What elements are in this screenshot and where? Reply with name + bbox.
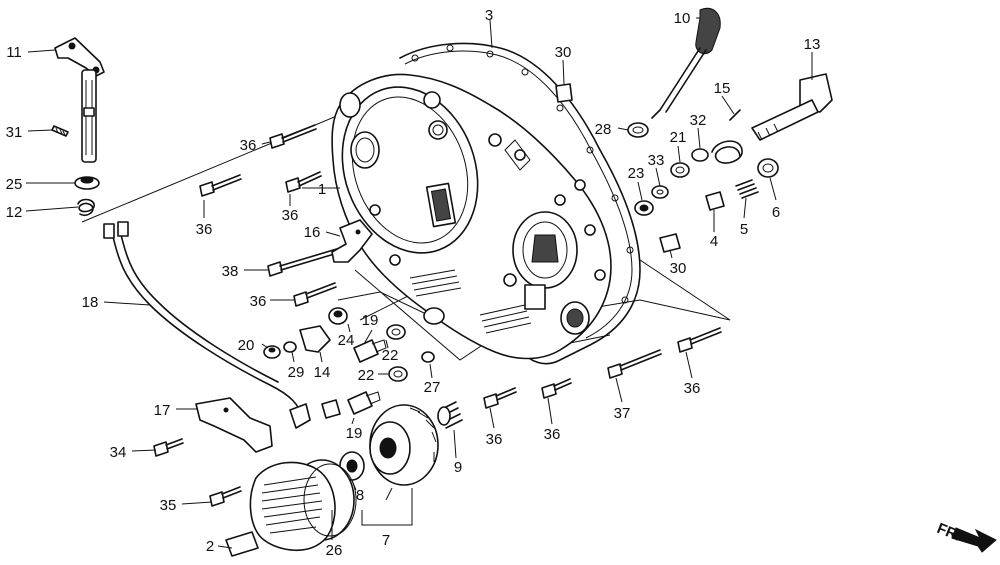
right-crankcase-cover (331, 73, 612, 360)
callout-31: 31 (6, 124, 23, 141)
spring-pin (51, 125, 69, 137)
washer-33 (651, 185, 669, 199)
callout-9: 9 (454, 459, 462, 476)
o-ring-upper (423, 307, 445, 325)
clip-14 (299, 325, 331, 353)
bolt-37 (607, 349, 662, 379)
callout-36-e: 36 (486, 431, 503, 448)
oil-filter-7 (369, 404, 439, 486)
bolt-38 (267, 247, 342, 277)
collar-21 (670, 162, 690, 178)
callout-17: 17 (154, 402, 171, 419)
callout-7: 7 (382, 532, 390, 549)
callout-27: 27 (424, 379, 441, 396)
bolt-35 (209, 486, 242, 507)
pulse-generator-cable (103, 221, 341, 429)
bracket-17 (195, 397, 273, 453)
callout-4: 4 (710, 233, 718, 250)
front-direction-label: FR. (935, 520, 964, 545)
callout-38: 38 (222, 263, 239, 280)
callout-33: 33 (648, 152, 665, 169)
nut-24 (328, 307, 348, 325)
callout-25: 25 (6, 176, 23, 193)
bolt-36-left (199, 174, 242, 197)
callout-36-b: 36 (196, 221, 213, 238)
callout-26: 26 (326, 542, 343, 559)
callout-labels: 1 2 3 4 5 6 7 8 9 10 11 12 13 14 15 16 1… (6, 7, 821, 559)
bolt-36-lower (293, 282, 337, 307)
callout-24: 24 (338, 332, 355, 349)
callout-36-a: 36 (240, 137, 257, 154)
callout-21: 21 (670, 129, 687, 146)
callout-19-lower: 19 (346, 425, 363, 442)
callout-10: 10 (674, 10, 691, 27)
front-direction-marker (951, 527, 997, 553)
oil-seal-25 (74, 176, 100, 190)
callout-18: 18 (82, 294, 99, 311)
spring-5 (735, 179, 759, 199)
callout-13: 13 (804, 36, 821, 53)
callout-8: 8 (356, 487, 364, 504)
callout-35: 35 (160, 497, 177, 514)
switch-19-upper (353, 339, 387, 363)
o-ring-28 (627, 122, 649, 138)
leader-lines (25, 17, 813, 549)
callout-22-upper: 22 (382, 347, 399, 364)
callout-32: 32 (690, 112, 707, 129)
bolt-36-bottom-1 (483, 387, 517, 409)
switch-19-lower (347, 391, 381, 415)
dowel-pin-30-top (555, 83, 573, 103)
plug-4 (705, 191, 725, 211)
callout-5: 5 (740, 221, 748, 238)
shift-arm-assembly (54, 37, 105, 163)
callout-11: 11 (6, 44, 22, 61)
bolt-36-bottom-2 (541, 378, 572, 399)
washer-22-upper (386, 324, 406, 340)
oil-seal-23 (634, 200, 654, 216)
nut-20 (263, 345, 281, 359)
callout-19-upper: 19 (362, 312, 379, 329)
callout-30-top: 30 (555, 44, 572, 61)
bolt-36-top-left (269, 124, 317, 149)
cap-6 (757, 158, 779, 178)
bolt-36-right (677, 327, 722, 353)
callout-30-bottom: 30 (670, 260, 687, 277)
callout-20: 20 (238, 337, 255, 354)
callout-3: 3 (485, 7, 493, 24)
callout-37: 37 (614, 405, 631, 422)
washer-32 (691, 148, 709, 162)
return-spring-12 (77, 198, 95, 217)
callout-6: 6 (772, 204, 780, 221)
bolt-34 (153, 438, 184, 457)
gasket-bolt-holes (411, 44, 634, 304)
callout-23: 23 (628, 165, 645, 182)
callout-28: 28 (595, 121, 612, 138)
callout-12: 12 (6, 204, 23, 221)
callout-22-lower: 22 (358, 367, 375, 384)
o-ring-27 (421, 351, 435, 363)
callout-29: 29 (288, 364, 305, 381)
callout-15: 15 (714, 80, 731, 97)
dowel-pin-30-bottom (659, 233, 681, 253)
washer-22-lower (388, 366, 408, 382)
callout-36-c: 36 (282, 207, 299, 224)
callout-1: 1 (318, 181, 326, 198)
callout-36-g: 36 (684, 380, 701, 397)
callout-36-d: 36 (250, 293, 267, 310)
spring-15 (711, 109, 743, 164)
bolt-36-mid (285, 171, 322, 193)
spring-9 (437, 401, 463, 429)
oil-level-dipstick (651, 7, 721, 119)
callout-14: 14 (314, 364, 331, 381)
callout-36-f: 36 (544, 426, 561, 443)
bracket-16 (331, 219, 373, 263)
callout-34: 34 (110, 444, 127, 461)
cover-gasket-26 (303, 463, 357, 537)
callout-2: 2 (206, 538, 214, 555)
callout-16: 16 (304, 224, 321, 241)
washer-29 (283, 341, 297, 353)
shift-shaft-13 (751, 73, 833, 141)
